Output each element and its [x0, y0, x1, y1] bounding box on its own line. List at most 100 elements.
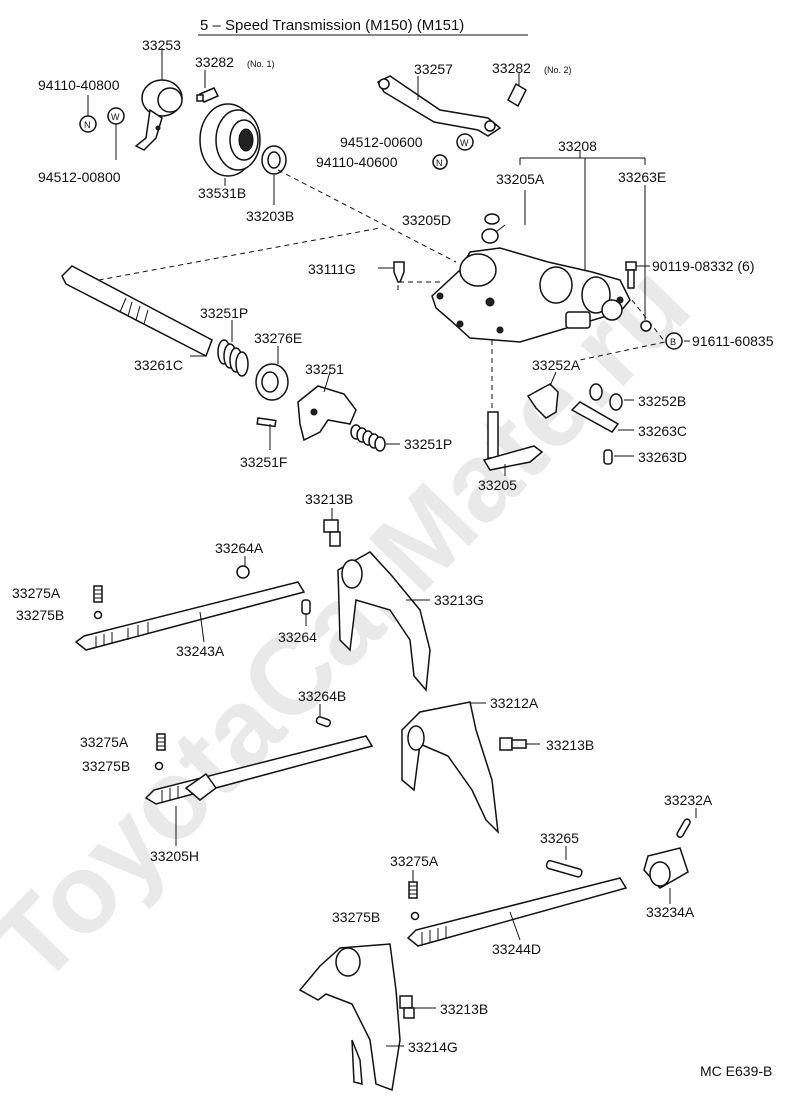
part-33232A-pin[interactable]: [676, 818, 691, 838]
part-33264-pin[interactable]: [301, 599, 311, 615]
part-33251P-spring-bottom[interactable]: [350, 424, 386, 452]
label-33257: 33257: [414, 61, 453, 77]
part-33282-no2-pin[interactable]: [507, 82, 527, 108]
label-33232A: 33232A: [664, 792, 713, 808]
label-33264A: 33264A: [215, 540, 264, 556]
label-33234A: 33234A: [646, 904, 695, 920]
part-33275A-spring-1[interactable]: [93, 585, 103, 603]
label-94512-00600: 94512-00600: [340, 134, 423, 150]
label-33213G: 33213G: [434, 592, 484, 608]
part-33265-pin[interactable]: [545, 859, 583, 878]
part-33531B-boot[interactable]: [199, 103, 261, 177]
marker-N: N: [436, 158, 443, 168]
washer-marker-W-2: W: [456, 133, 474, 151]
label-33263E: 33263E: [618, 169, 666, 185]
assembly-line-1: [277, 169, 457, 263]
label-33275B-1: 33275B: [16, 607, 64, 623]
part-33282-no1-pin[interactable]: [196, 87, 220, 103]
part-33253-lever[interactable]: [134, 79, 183, 151]
label-94110-40600: 94110-40600: [316, 154, 398, 170]
label-33252A: 33252A: [532, 357, 581, 373]
label-33253: 33253: [142, 37, 181, 53]
label-90119-08332: 90119-08332 (6): [652, 258, 754, 274]
part-33243A-shift-shaft[interactable]: [74, 581, 306, 651]
part-33275B-ball-3[interactable]: [410, 911, 420, 921]
label-33282-no1: 33282: [195, 54, 234, 70]
part-91611-pin[interactable]: [640, 320, 652, 332]
label-33264B: 33264B: [298, 688, 346, 704]
label-33243A: 33243A: [176, 643, 225, 659]
label-33244D: 33244D: [492, 941, 541, 957]
label-33252B: 33252B: [638, 393, 686, 409]
part-33213B-bolt-3[interactable]: [399, 995, 415, 1019]
label-33276E: 33276E: [254, 330, 302, 346]
label-33251P-bottom: 33251P: [404, 436, 452, 452]
label-33208: 33208: [558, 138, 597, 154]
part-33213B-bolt-2[interactable]: [499, 737, 527, 751]
marker-W: W: [460, 138, 469, 148]
label-33213B-1: 33213B: [305, 491, 353, 507]
part-33205H-shift-shaft[interactable]: [144, 735, 374, 805]
label-33261C: 33261C: [134, 357, 183, 373]
part-33275A-spring-2[interactable]: [156, 733, 166, 751]
part-33263C-shaft[interactable]: [570, 401, 620, 433]
assembly-line-3: [397, 281, 440, 290]
part-33111G-breather[interactable]: [393, 261, 405, 283]
part-33244D-shift-shaft[interactable]: [406, 877, 628, 947]
label-33251F: 33251F: [240, 454, 287, 470]
label-33214G: 33214G: [408, 1039, 458, 1055]
part-33251-shift-head[interactable]: [297, 385, 357, 442]
label-33264: 33264: [278, 629, 317, 645]
part-33213B-bolt-1[interactable]: [323, 519, 341, 547]
figure-code: MC E639-B: [700, 1063, 772, 1079]
label-33205D: 33205D: [402, 212, 451, 228]
label-33275B-2: 33275B: [82, 758, 130, 774]
label-33213B-3: 33213B: [440, 1001, 488, 1017]
part-33212A-shift-fork[interactable]: [401, 701, 499, 835]
part-33205A-collar[interactable]: [481, 228, 499, 244]
part-33205D-ring[interactable]: [484, 213, 500, 225]
marker-N: N: [84, 120, 91, 130]
label-33282-no1-note: (No. 1): [247, 59, 275, 69]
assembly-line-4: [579, 299, 666, 361]
part-33264B-pin[interactable]: [315, 716, 332, 728]
label-33263C: 33263C: [638, 423, 687, 439]
label-33205A: 33205A: [496, 171, 545, 187]
washer-marker-W-1: W: [107, 107, 125, 125]
part-33264A-plug[interactable]: [236, 565, 250, 579]
part-33213G-shift-fork[interactable]: [337, 551, 431, 692]
label-33275B-3: 33275B: [332, 909, 380, 925]
label-33213B-2: 33213B: [546, 737, 594, 753]
diagram-title: 5 – Speed Transmission (M150) (M151): [200, 17, 464, 34]
label-33205H: 33205H: [150, 848, 199, 864]
part-33275B-ball-1[interactable]: [93, 610, 103, 620]
label-33203B: 33203B: [246, 208, 294, 224]
washer-marker-N-1: N: [79, 115, 97, 133]
part-90119-bolt[interactable]: [625, 261, 637, 289]
part-33275A-spring-3[interactable]: [408, 881, 418, 899]
part-33257-shift-lever[interactable]: [376, 75, 502, 137]
part-33252B-ring[interactable]: [589, 383, 623, 411]
marker-B-text: B: [670, 337, 676, 347]
label-33275A-2: 33275A: [80, 734, 129, 750]
label-33265: 33265: [540, 830, 579, 846]
marker-W: W: [111, 112, 120, 122]
part-33275B-ball-2[interactable]: [154, 761, 164, 771]
part-33251F-pin[interactable]: [256, 417, 277, 428]
part-33276E-bushing[interactable]: [255, 363, 289, 401]
label-33212A: 33212A: [490, 695, 539, 711]
label-33275A-3: 33275A: [390, 853, 439, 869]
part-33205-inner-lever[interactable]: [482, 411, 544, 471]
label-33275A-1: 33275A: [12, 585, 61, 601]
part-33261C-shaft[interactable]: [61, 265, 213, 358]
part-33263D-pin[interactable]: [603, 449, 613, 465]
label-33282-no2-note: (No. 2): [544, 65, 572, 75]
part-33234A-shift-head[interactable]: [643, 847, 689, 889]
part-33214G-shift-fork[interactable]: [298, 943, 401, 1092]
part-33203B-bushing[interactable]: [261, 145, 287, 175]
label-33251: 33251: [305, 361, 344, 377]
washer-marker-N-2: N: [432, 154, 448, 170]
part-33252A-plate[interactable]: [526, 383, 559, 419]
part-33251P-spring-top[interactable]: [217, 339, 249, 377]
part-33208-shift-housing[interactable]: [431, 247, 631, 343]
